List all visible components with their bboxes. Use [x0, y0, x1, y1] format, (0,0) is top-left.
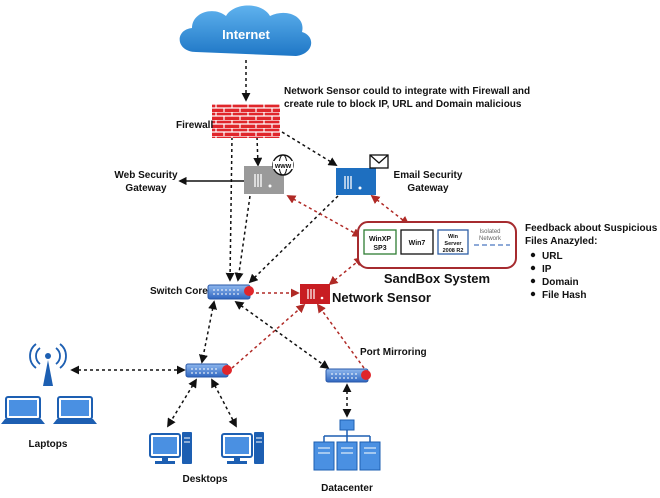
note-line-2: create rule to block IP, URL and Domain … — [284, 99, 522, 110]
web-gateway-label-1: Web Security — [114, 170, 178, 181]
firewall-label: Firewall — [176, 120, 213, 131]
feedback-item: File Hash — [542, 290, 586, 301]
email-gateway-device-icon — [336, 168, 376, 195]
wifi-antenna-icon — [29, 343, 67, 386]
link-access-desktop1 — [167, 378, 197, 428]
link-switch-access — [198, 300, 218, 364]
www-globe-icon: www — [272, 154, 294, 176]
internet-cloud-icon: Internet — [179, 5, 312, 56]
email-gateway-label-2: Gateway — [407, 183, 449, 194]
vm-winserver — [437, 229, 469, 255]
feedback-line-1: Feedback about Suspicious — [525, 223, 658, 234]
switch-core-label: Switch Core — [150, 286, 208, 297]
vm-winserver-line-2: Server — [444, 241, 462, 247]
datacenter-servers-icon — [313, 419, 381, 471]
vm-winxp-line-2: SP3 — [373, 245, 386, 252]
vm-winserver-line-3: 2008 R2 — [443, 248, 464, 254]
email-gateway-label-1: Email Security — [394, 170, 463, 181]
datacenter-switch-icon — [325, 368, 371, 383]
feedback-item: Domain — [542, 277, 579, 288]
web-gateway-label-2: Gateway — [125, 183, 167, 194]
vm-win7-label: Win7 — [409, 240, 426, 247]
link-sensor-sandbox — [328, 256, 364, 286]
internet-label: Internet — [222, 27, 270, 42]
link-access-sensor — [231, 303, 306, 369]
port-mirroring-label: Port Mirroring — [360, 347, 427, 358]
laptop-icon — [53, 396, 97, 424]
links — [70, 60, 410, 428]
datacenter-label: Datacenter — [321, 483, 373, 494]
network-sensor-device-icon — [300, 284, 330, 304]
desktops-label: Desktops — [182, 474, 227, 485]
feedback-item: IP — [542, 264, 552, 275]
link-webgw-sandbox — [286, 195, 362, 237]
access-switch-icon — [185, 363, 232, 378]
switch-core-icon — [207, 284, 254, 300]
feedback-list: URL IP Domain File Hash — [530, 251, 586, 301]
sandbox-box: WinXP SP3 Win7 Win Server 2008 R2 Isolat… — [357, 221, 517, 269]
vm-winxp-line-1: WinXP — [369, 236, 391, 243]
link-switch-dcswitch — [234, 300, 330, 370]
feedback-line-2: Files Anazyled: — [525, 236, 597, 247]
link-firewall-emailgw — [281, 131, 338, 166]
link-access-desktop2 — [211, 378, 237, 428]
envelope-icon — [369, 154, 389, 169]
network-sensor-label: Network Sensor — [332, 290, 431, 305]
link-webgw-switch — [234, 195, 251, 282]
link-dcswitch-sensor — [316, 303, 365, 369]
desktop-icon — [149, 432, 192, 464]
link-firewall-webgw — [253, 136, 263, 167]
firewall-icon — [212, 104, 280, 138]
vm-winxp — [363, 229, 397, 255]
isolated-network-line-1: Isolated — [479, 229, 500, 235]
link-emailgw-sandbox — [370, 194, 410, 226]
vm-winserver-line-1: Win — [448, 234, 459, 240]
link-firewall-switch — [225, 136, 235, 282]
www-badge-text: www — [274, 163, 292, 170]
laptop-icon — [1, 396, 45, 424]
vm-win7 — [400, 229, 434, 255]
laptops-label: Laptops — [29, 439, 68, 450]
link-emailgw-switch — [248, 195, 339, 284]
sandbox-title: SandBox System — [384, 271, 490, 286]
isolated-network-line-2: Network — [479, 236, 502, 242]
desktop-icon — [221, 432, 264, 464]
note-line-1: Network Sensor could to integrate with F… — [284, 86, 530, 97]
feedback-item: URL — [542, 251, 563, 262]
